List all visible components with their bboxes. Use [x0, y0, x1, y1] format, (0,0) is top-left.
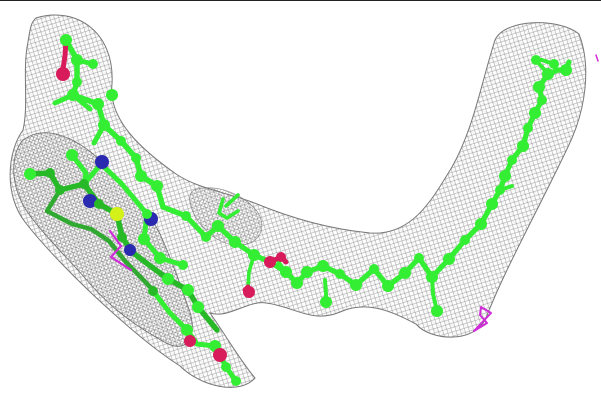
carbon-atom	[507, 155, 517, 165]
carbon-atom	[131, 153, 141, 163]
carbon-atom	[72, 77, 82, 87]
carbon-atom	[67, 89, 79, 101]
nitrogen-atom	[83, 194, 97, 208]
carbon-atom	[135, 170, 147, 182]
nitrogen-atom	[95, 155, 109, 169]
carbon-atom	[71, 54, 83, 66]
oxygen-atom	[264, 256, 276, 268]
carbon-atom	[320, 296, 332, 308]
carbon-atom	[55, 185, 65, 195]
carbon-atom	[162, 273, 174, 285]
carbon-atom	[317, 260, 329, 272]
carbon-atom	[231, 376, 241, 386]
top-border-line	[0, 0, 601, 1]
atoms	[24, 34, 572, 386]
carbon-atom	[142, 209, 152, 219]
magenta-edge-mark	[595, 54, 599, 62]
carbon-atom	[248, 249, 260, 261]
carbon-atom	[154, 252, 166, 264]
magenta-fragment-right	[473, 306, 492, 332]
carbon-atom	[182, 284, 194, 296]
metal-atom	[110, 207, 124, 221]
carbon-atom	[560, 64, 572, 76]
carbon-atom	[178, 260, 188, 270]
carbon-atom	[475, 218, 487, 230]
oxygen-atom	[184, 335, 196, 347]
oxygen-atom	[213, 348, 227, 362]
carbon-atom	[212, 220, 224, 232]
carbon-atom	[414, 253, 424, 263]
carbon-atom	[116, 136, 126, 146]
carbon-atom	[382, 280, 394, 292]
carbon-atom	[45, 168, 55, 178]
carbon-atom	[499, 170, 511, 182]
carbon-atom	[24, 168, 36, 180]
carbon-atom	[426, 271, 438, 283]
carbon-atom	[291, 277, 303, 289]
oxygen-atom	[243, 286, 255, 298]
carbon-atom	[192, 301, 204, 313]
carbon-atom	[181, 211, 191, 221]
carbon-atom	[533, 81, 545, 93]
carbon-atom	[106, 89, 118, 101]
carbon-atom	[88, 59, 98, 69]
carbon-atom	[221, 362, 231, 372]
carbon-atom	[66, 149, 78, 161]
carbon-atom	[201, 232, 211, 242]
ring-system-bonds	[69, 152, 186, 268]
chain-terminal-bonds	[323, 58, 556, 313]
carbon-atom	[443, 253, 455, 265]
upper-branch-bonds	[52, 57, 107, 146]
carbon-atom	[138, 233, 150, 245]
carbon-atom	[94, 199, 104, 209]
carbon-atom	[229, 236, 241, 248]
carbon-atom	[529, 107, 541, 119]
carbon-atom	[542, 68, 554, 80]
oxygen-atom	[56, 67, 70, 81]
carbon-atom	[301, 266, 313, 278]
carbon-atom	[460, 235, 470, 245]
carbon-atom	[60, 34, 72, 46]
oxygen-atom	[276, 252, 286, 262]
carbon-atom	[148, 286, 158, 296]
inner-ring-bonds	[44, 187, 156, 293]
carbon-atom	[531, 55, 541, 65]
carbon-atom	[79, 179, 89, 189]
carbon-atom	[350, 279, 362, 291]
carbon-atom	[495, 185, 505, 195]
carbon-atom	[399, 267, 411, 279]
magenta-fragment-left	[108, 229, 133, 272]
carbon-atom	[517, 140, 529, 152]
carbon-atom	[549, 59, 559, 69]
nitrogen-atom	[124, 244, 136, 256]
carbon-atom	[369, 264, 379, 274]
carbon-atom	[92, 98, 104, 110]
carbon-atom	[117, 232, 127, 242]
carbon-atom	[151, 180, 163, 192]
chain-branch-bonds	[217, 193, 288, 289]
carbon-atom	[181, 324, 193, 336]
carbon-atom	[486, 198, 498, 210]
carbon-atom	[280, 266, 292, 278]
carbon-atom	[98, 119, 110, 131]
carbon-atom	[523, 123, 533, 133]
carbon-atom	[537, 95, 547, 105]
carbon-atom	[335, 269, 345, 279]
carbon-atom	[431, 305, 443, 317]
